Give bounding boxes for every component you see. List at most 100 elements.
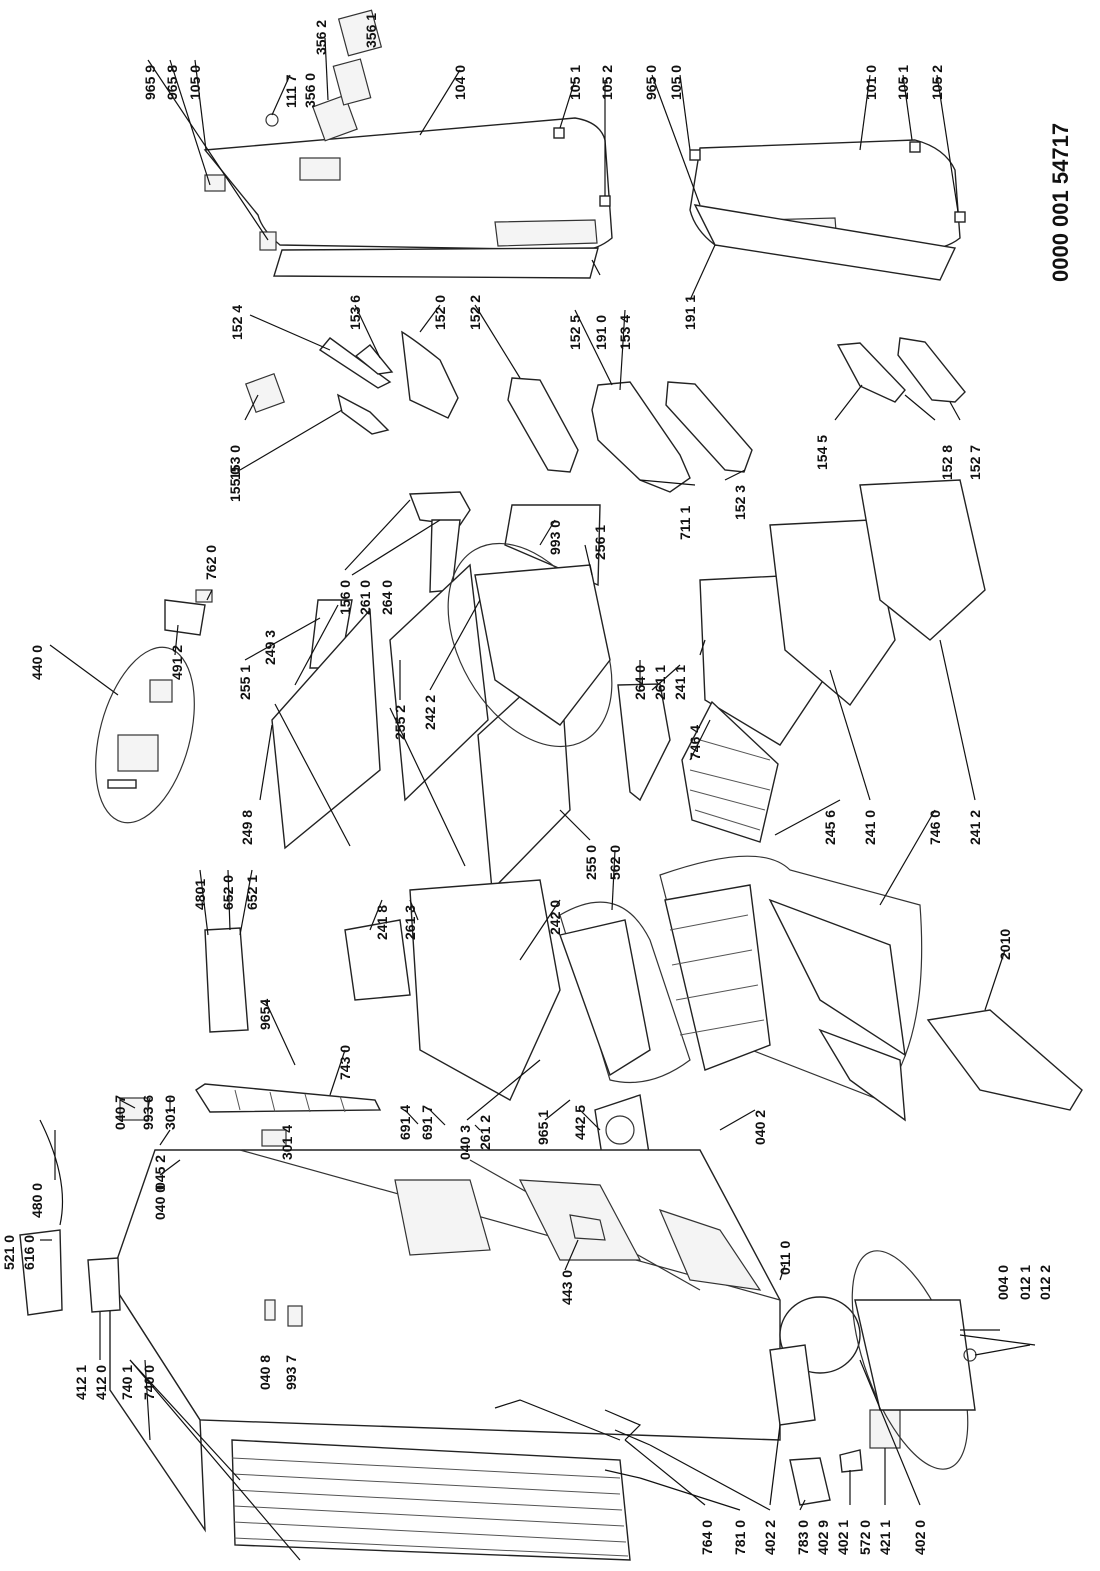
- part-label: 261 3: [402, 905, 418, 940]
- part-label: 241 8: [374, 905, 390, 940]
- part-label: 764 0: [699, 1520, 715, 1555]
- part-label: 249 8: [239, 810, 255, 845]
- part-label: 711 1: [677, 506, 693, 540]
- part-label: 249 3: [262, 630, 278, 665]
- part-label: 572 0: [857, 1520, 873, 1555]
- part-label: 402 1: [835, 1520, 851, 1555]
- part-label: 105 0: [668, 65, 684, 100]
- part-label: 242 0: [547, 900, 563, 935]
- part-label: 261 0: [357, 580, 373, 615]
- part-label: 301 0: [162, 1095, 178, 1130]
- evaporator-group: [559, 855, 923, 1122]
- part-label: 154 5: [814, 435, 830, 470]
- grille-245-6: [681, 700, 779, 843]
- part-label: 762 0: [203, 545, 219, 580]
- part-label: 562 0: [607, 845, 623, 880]
- diagram-code: 0000 001 54717: [1048, 123, 1073, 282]
- part-label: 965 8: [164, 65, 180, 100]
- part-label: 443 0: [559, 1270, 575, 1305]
- part-label: 480 0: [29, 1183, 45, 1218]
- part-label: 442 5: [572, 1105, 588, 1140]
- part-label: 402 0: [912, 1520, 928, 1555]
- part-label: 045 2: [152, 1155, 168, 1190]
- leader-lines: [40, 37, 1036, 1561]
- small-parts-left: [19, 1097, 287, 1316]
- part-label: 105 2: [599, 65, 615, 100]
- part-label: 261 2: [477, 1115, 493, 1150]
- part-label: 255 1: [237, 665, 253, 700]
- control-group-440: [95, 599, 206, 824]
- part-label: 155 0: [227, 467, 243, 502]
- part-label: 040 3: [457, 1125, 473, 1160]
- part-label: 402 9: [815, 1520, 831, 1555]
- part-label: 356 2: [313, 20, 329, 55]
- part-label: 191 0: [593, 315, 609, 350]
- part-label: 993 6: [140, 1095, 156, 1130]
- part-label: 040 2: [752, 1110, 768, 1145]
- part-label: 261 1: [652, 665, 668, 700]
- part-label: 152 0: [432, 295, 448, 330]
- part-label: 9654: [257, 999, 273, 1030]
- part-label: 264 0: [632, 665, 648, 700]
- part-label: 153 6: [347, 295, 363, 330]
- cabinet-body: [109, 1149, 781, 1533]
- panel-652: [204, 927, 249, 1033]
- back-panel-201: [926, 1009, 1083, 1111]
- part-label: 191 1: [682, 295, 698, 330]
- part-label: 012 2: [1037, 1265, 1053, 1300]
- part-label: 152 7: [967, 445, 983, 480]
- part-label: 402 2: [762, 1520, 778, 1555]
- part-label: 241 0: [862, 810, 878, 845]
- part-label: 2010: [997, 929, 1013, 960]
- part-label: 740 0: [141, 1365, 157, 1400]
- part-label: 412 1: [73, 1365, 89, 1400]
- part-label: 111 7: [283, 74, 299, 108]
- part-label: 356 1: [363, 13, 379, 48]
- part-label: 004 0: [995, 1265, 1011, 1300]
- base-plate-004: [851, 1250, 977, 1470]
- part-label: 691 7: [419, 1105, 435, 1140]
- part-label: 153 4: [617, 315, 633, 350]
- part-label: 740 1: [119, 1365, 135, 1400]
- part-label: 105 0: [187, 65, 203, 100]
- part-label: 652 0: [220, 875, 236, 910]
- part-label: 356 0: [302, 73, 318, 108]
- condenser-740: [231, 1439, 631, 1561]
- part-label: 743 0: [337, 1045, 353, 1080]
- part-label: 412 0: [93, 1365, 109, 1400]
- part-label: 746 0: [927, 810, 943, 845]
- crisper-242-2: [447, 542, 613, 748]
- door-display-356: [312, 9, 383, 142]
- part-label: 152 4: [229, 305, 245, 340]
- part-label: 256 1: [592, 525, 608, 560]
- part-label: 301 4: [279, 1125, 295, 1160]
- part-label: 491 2: [169, 645, 185, 680]
- part-label: 4801: [192, 879, 208, 910]
- part-label: 652 1: [244, 875, 260, 910]
- part-label: 012 1: [1017, 1265, 1033, 1300]
- part-label: 781 0: [732, 1520, 748, 1555]
- part-label: 521 0: [1, 1235, 17, 1270]
- glass-shelves: [271, 563, 571, 892]
- part-label: 783 0: [795, 1520, 811, 1555]
- part-label: 104 0: [452, 65, 468, 100]
- part-label: 616 0: [21, 1235, 37, 1270]
- part-label: 040 7: [112, 1095, 128, 1130]
- part-label: 965 0: [643, 65, 659, 100]
- crisper-242-0: [344, 879, 561, 1101]
- pipes: [494, 1399, 651, 1479]
- part-label: 965 1: [535, 1110, 551, 1145]
- part-label: 152 2: [467, 295, 483, 330]
- part-label: 152 8: [939, 445, 955, 480]
- part-label: 255 0: [583, 845, 599, 880]
- compressor-group: [769, 1296, 901, 1506]
- drawers-241: [699, 479, 986, 746]
- part-label: 105 1: [567, 65, 583, 100]
- door-bins: [245, 330, 966, 493]
- part-label: 011 0: [777, 1241, 793, 1275]
- part-label: 255 2: [392, 705, 408, 740]
- part-label: 421 1: [877, 1520, 893, 1555]
- fridge-door-104: [203, 117, 613, 279]
- part-label: 993 0: [547, 520, 563, 555]
